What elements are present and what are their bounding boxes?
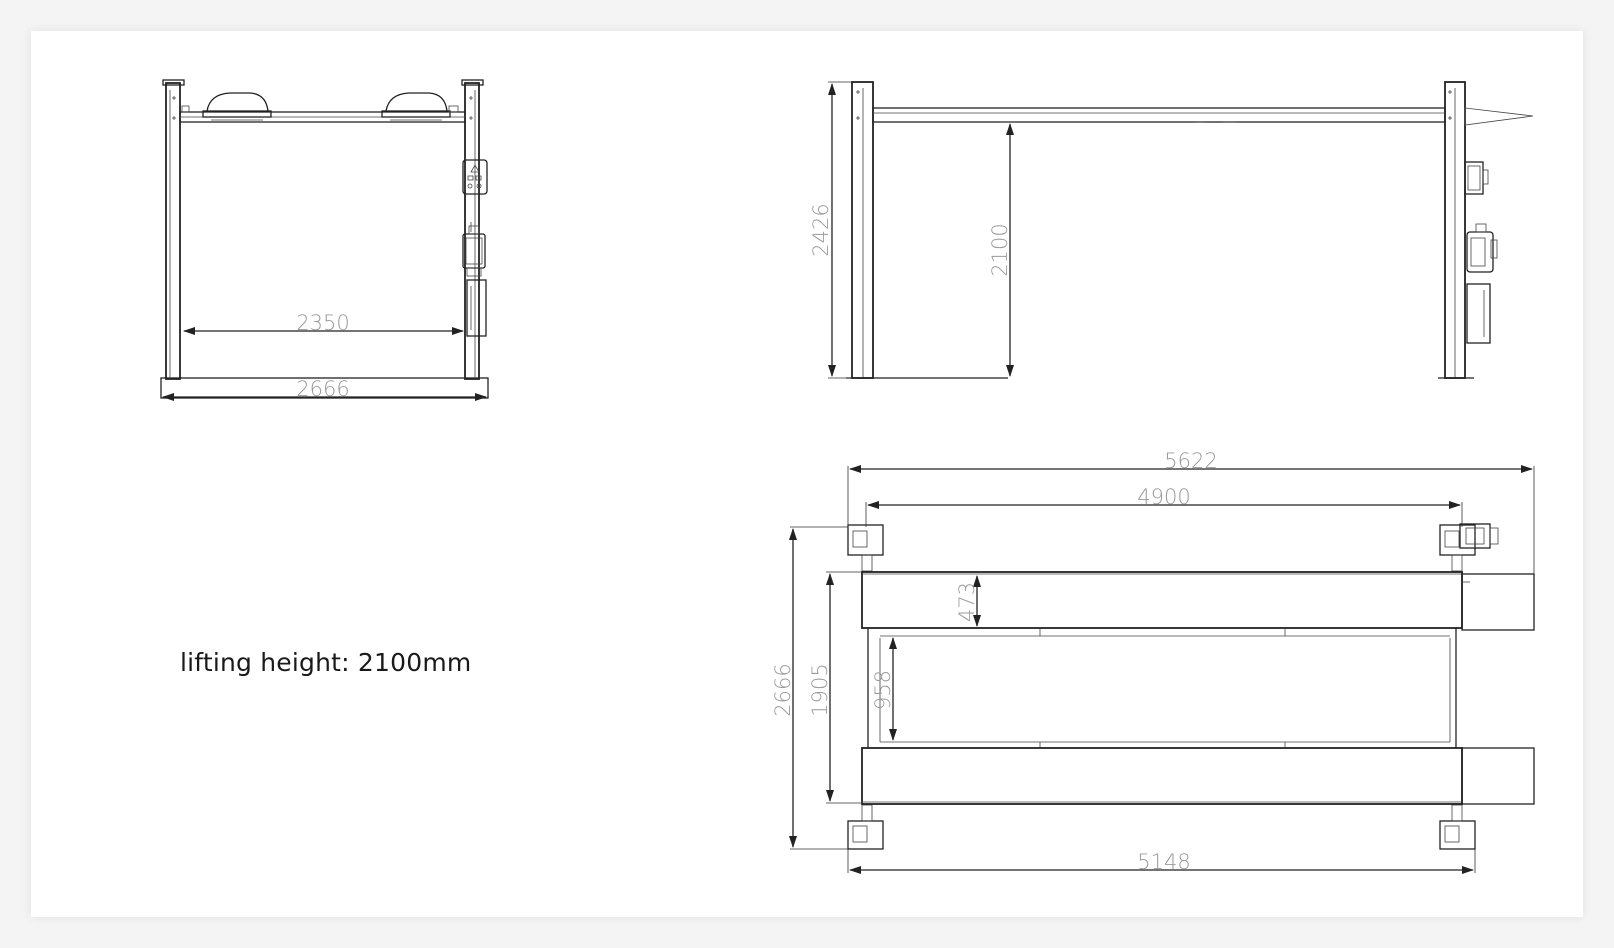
front-view: 2350 2666 — [160, 79, 489, 401]
top-view: 5622 4900 5148 2666 1905 473 958 — [771, 449, 1535, 874]
side-tank — [1466, 283, 1491, 344]
side-control-box — [1464, 161, 1489, 195]
side-ramp — [1464, 107, 1534, 126]
front-control-box — [462, 159, 488, 195]
drawing-sheet — [31, 31, 1583, 917]
top-runway-upper — [861, 571, 1463, 629]
front-motor — [462, 225, 486, 277]
dim-label-runway-gap: 958 — [871, 670, 895, 710]
front-runway-left — [206, 92, 269, 112]
front-runway-right — [385, 92, 448, 112]
side-motor — [1466, 223, 1498, 273]
top-runway-lower — [861, 747, 1463, 805]
front-left-post — [165, 82, 181, 380]
dim-label-base-length: 5148 — [1137, 850, 1190, 874]
dim-label-outer-width: 2666 — [296, 377, 349, 401]
front-tank — [466, 279, 487, 337]
top-ramp-upper — [1461, 573, 1535, 631]
side-beam — [872, 107, 1446, 123]
top-motor — [1459, 523, 1499, 549]
dim-label-runway-outer-width: 1905 — [808, 663, 832, 716]
dim-label-lift-height: 2100 — [988, 223, 1012, 276]
dim-label-runway-width: 473 — [955, 582, 979, 622]
side-left-post — [851, 81, 874, 379]
dim-label-overall-width: 2666 — [771, 663, 795, 716]
dim-label-overall-length: 5622 — [1164, 449, 1217, 473]
dim-label-inner-width: 2350 — [296, 311, 349, 335]
dim-label-total-height: 2426 — [809, 203, 833, 256]
side-view: 2426 2100 — [809, 81, 1534, 379]
dim-label-post-center-length: 4900 — [1137, 485, 1190, 509]
top-ramp-lower — [1461, 747, 1535, 805]
lifting-height-caption: lifting height: 2100mm — [180, 648, 472, 677]
